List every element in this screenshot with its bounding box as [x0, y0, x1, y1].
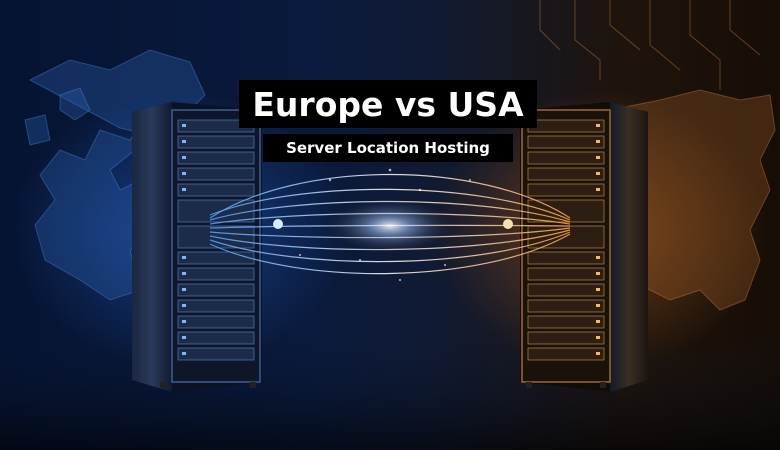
- page-title: Europe vs USA: [252, 84, 524, 124]
- subtitle-banner: Server Location Hosting: [263, 134, 513, 162]
- center-light-glow: [320, 196, 460, 256]
- title-banner: Europe vs USA: [239, 80, 537, 128]
- sparkle-particles: [299, 168, 471, 281]
- left-connector-glow: [273, 219, 283, 229]
- europe-server-rack: [132, 102, 262, 392]
- right-connector-glow: [503, 219, 513, 229]
- usa-server-rack: [520, 102, 648, 392]
- page-subtitle: Server Location Hosting: [286, 139, 490, 157]
- circuit-lines: [539, 0, 761, 90]
